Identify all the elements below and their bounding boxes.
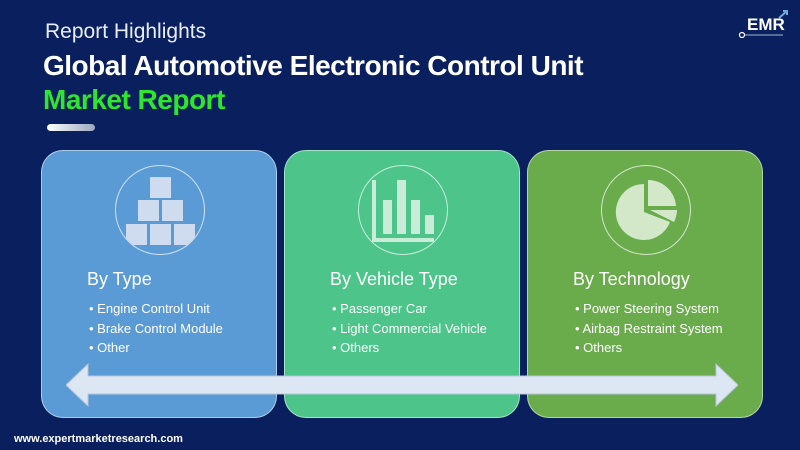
card-by-vehicle-type: By Vehicle Type Passenger CarLight Comme… xyxy=(284,150,520,418)
bar-chart-icon xyxy=(358,165,448,255)
page-title-highlight: Market Report xyxy=(43,84,225,115)
list-item: Light Commercial Vehicle xyxy=(332,319,487,339)
list-item: Airbag Restraint System xyxy=(575,319,722,339)
list-item: Power Steering System xyxy=(575,299,723,319)
list-item: Others xyxy=(575,338,723,358)
card-by-type: By Type Engine Control UnitBrake Control… xyxy=(41,150,277,418)
website-url: www.expertmarketresearch.com xyxy=(14,433,183,445)
list-item: Brake Control Module xyxy=(89,319,223,339)
boxes-icon xyxy=(115,165,205,255)
list-item: Other xyxy=(89,338,223,358)
list-item: Passenger Car xyxy=(332,299,487,319)
emr-logo: EMR xyxy=(738,10,788,38)
card-title: By Type xyxy=(87,269,152,289)
page-title: Global Automotive Electronic Control Uni… xyxy=(43,50,584,81)
report-subtitle: Report Highlights xyxy=(45,20,207,43)
list-item: Engine Control Unit xyxy=(89,299,223,319)
divider-bar xyxy=(47,124,95,131)
card-title: By Vehicle Type xyxy=(330,269,458,289)
svg-text:EMR: EMR xyxy=(747,15,785,34)
double-arrow-icon xyxy=(66,362,738,408)
card-title: By Technology xyxy=(573,269,690,289)
pie-chart-icon xyxy=(601,165,691,255)
list-item: Others xyxy=(332,338,487,358)
